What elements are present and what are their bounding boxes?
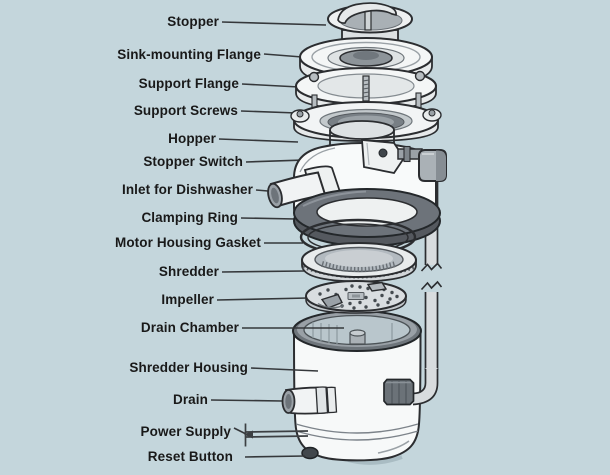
part-shredder-housing: [281, 310, 422, 462]
part-power-cord: [244, 423, 309, 447]
label-drain-chamber: Drain Chamber: [140, 320, 239, 335]
part-drain-chamber: [292, 310, 422, 352]
label-stopper-switch: Stopper Switch: [143, 154, 243, 169]
label-stopper: Stopper: [167, 14, 219, 29]
part-shredder: [301, 242, 417, 283]
label-power-supply: Power Supply: [140, 424, 231, 439]
part-impeller: [305, 280, 407, 314]
part-support-flange: [295, 67, 437, 114]
part-conduit-elbow: [397, 145, 447, 182]
label-drain: Drain: [172, 392, 208, 407]
part-stopper-switch: [361, 139, 406, 175]
part-reset-button: [301, 446, 319, 460]
label-impeller: Impeller: [161, 292, 214, 307]
label-reset-button: Reset Button: [147, 449, 233, 464]
part-drain: [281, 386, 338, 415]
part-inlet-dishwasher: [267, 165, 342, 209]
label-motor-housing-gasket: Motor Housing Gasket: [114, 235, 261, 250]
label-sink-mounting-flange: Sink-mounting Flange: [117, 47, 261, 62]
label-support-flange: Support Flange: [138, 76, 239, 91]
label-hopper: Hopper: [168, 131, 216, 146]
label-shredder: Shredder: [158, 264, 219, 279]
label-support-screws: Support Screws: [133, 103, 238, 118]
part-clamping-ring: [293, 188, 441, 247]
tube-break-mark: [420, 280, 443, 291]
label-clamping-ring: Clamping Ring: [141, 210, 238, 225]
label-shredder-housing: Shredder Housing: [129, 360, 248, 375]
label-inlet-for-dishwasher: Inlet for Dishwasher: [121, 182, 253, 197]
tube-break-mark: [420, 262, 443, 272]
